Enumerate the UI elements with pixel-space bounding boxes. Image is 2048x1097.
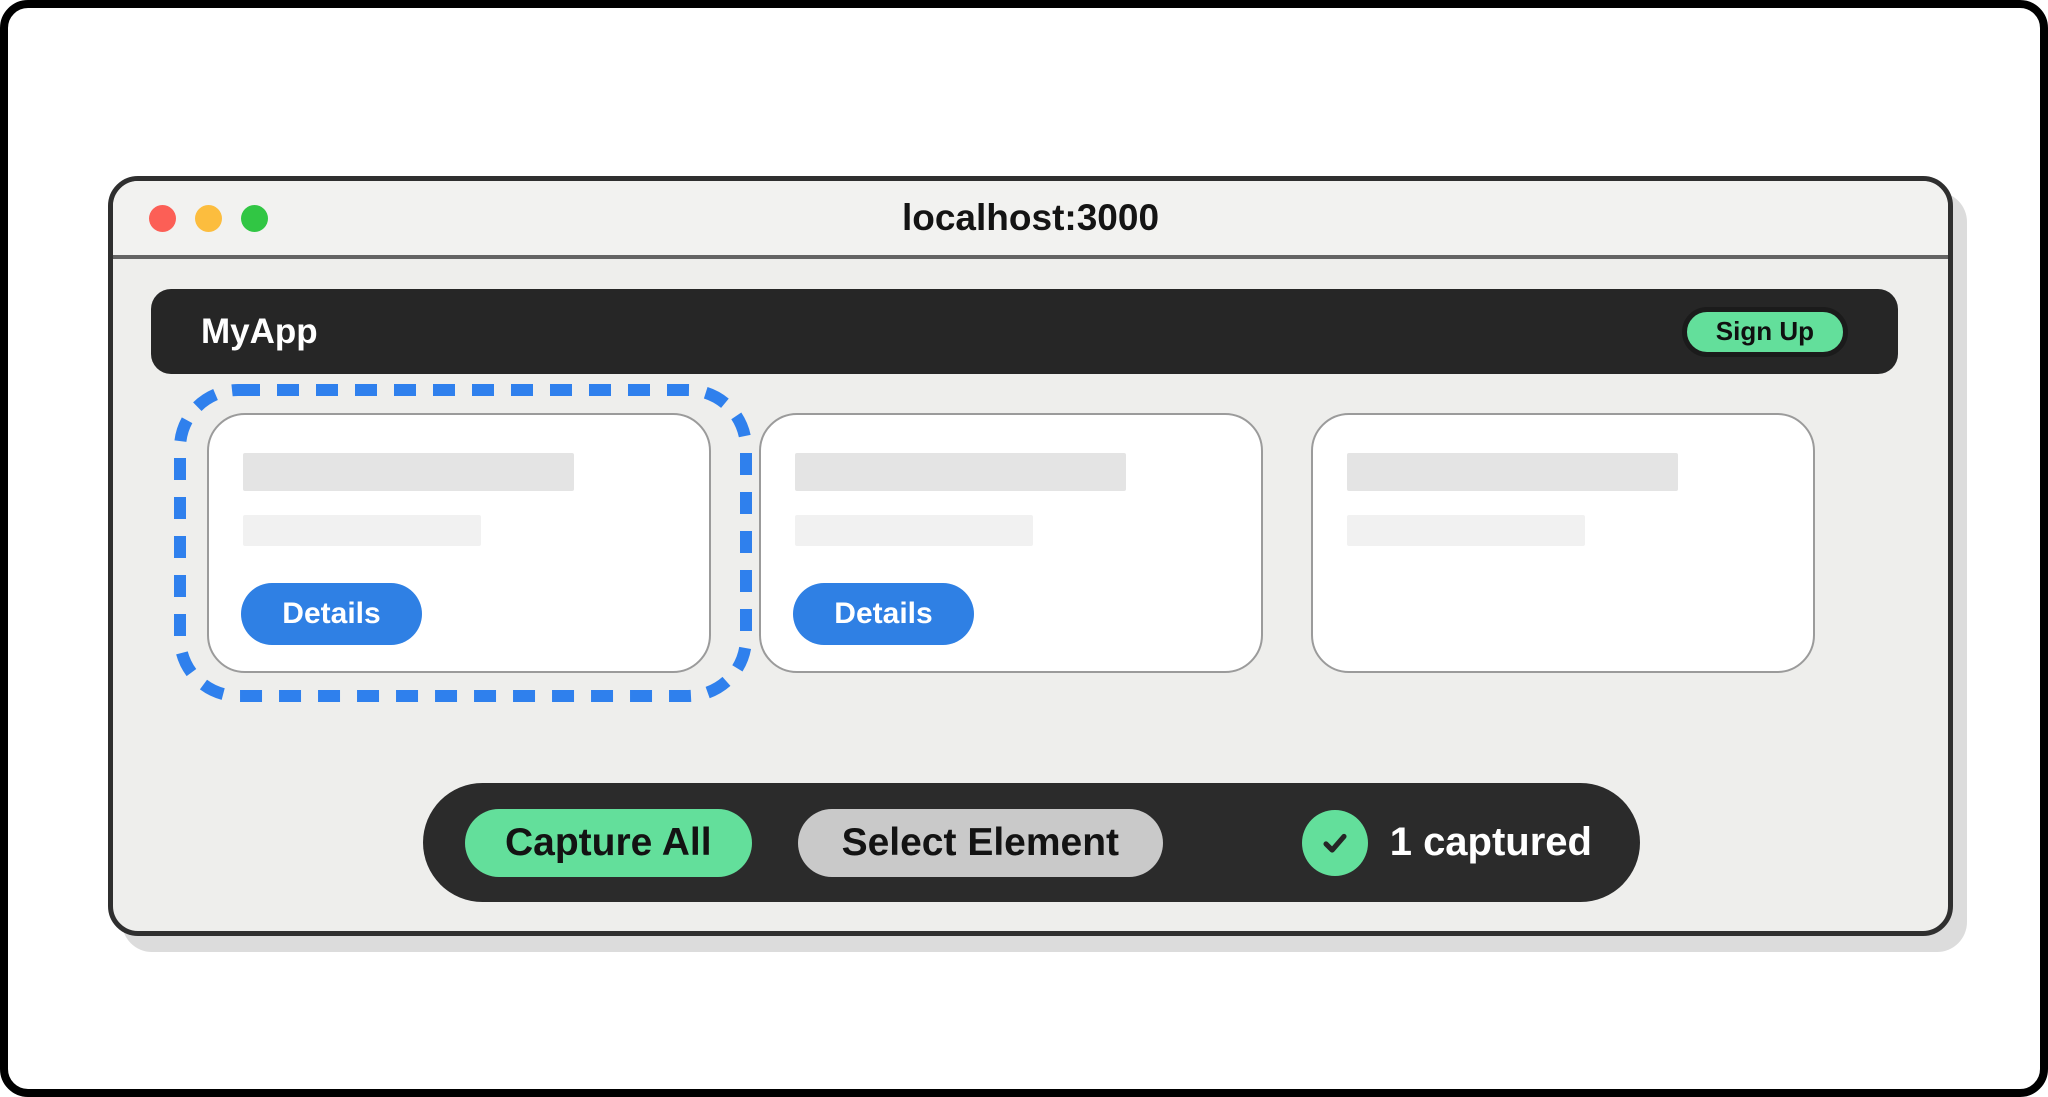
text-placeholder-bar <box>795 453 1126 491</box>
card <box>1311 413 1815 673</box>
minimize-window-icon[interactable] <box>195 204 222 232</box>
zoom-window-icon[interactable] <box>241 204 268 232</box>
capture-status: 1 captured <box>1301 809 1592 876</box>
card-slot-3 <box>1311 413 1815 673</box>
browser-titlebar: localhost:3000 <box>113 181 1948 259</box>
address-title: localhost:3000 <box>901 197 1160 238</box>
cards-row: Details Details <box>174 384 1815 702</box>
traffic-lights <box>149 204 268 232</box>
details-button[interactable]: Details <box>793 583 974 645</box>
capture-all-button[interactable]: Capture All <box>465 808 752 877</box>
card-slot-1: Details <box>174 384 752 702</box>
text-placeholder-bar <box>795 515 1033 546</box>
app-brand: MyApp <box>201 311 318 351</box>
app-navbar: MyApp Sign Up <box>151 289 1898 374</box>
check-icon <box>1301 809 1368 876</box>
text-placeholder-bar <box>243 515 481 546</box>
page-content: MyApp Sign Up Details Detail <box>113 289 1948 962</box>
select-element-button[interactable]: Select Element <box>797 808 1164 877</box>
text-placeholder-bar <box>1347 515 1585 546</box>
close-window-icon[interactable] <box>149 204 176 232</box>
card: Details <box>207 413 711 673</box>
capture-toolbar: Capture All Select Element 1 captured <box>423 783 1640 902</box>
capture-status-label: 1 captured <box>1389 820 1592 864</box>
sign-up-button[interactable]: Sign Up <box>1681 306 1848 357</box>
browser-window: localhost:3000 MyApp Sign Up Details <box>108 176 1953 936</box>
text-placeholder-bar <box>1347 453 1678 491</box>
card: Details <box>759 413 1263 673</box>
details-button[interactable]: Details <box>241 583 422 645</box>
card-slot-2: Details <box>759 413 1263 673</box>
text-placeholder-bar <box>243 453 574 491</box>
